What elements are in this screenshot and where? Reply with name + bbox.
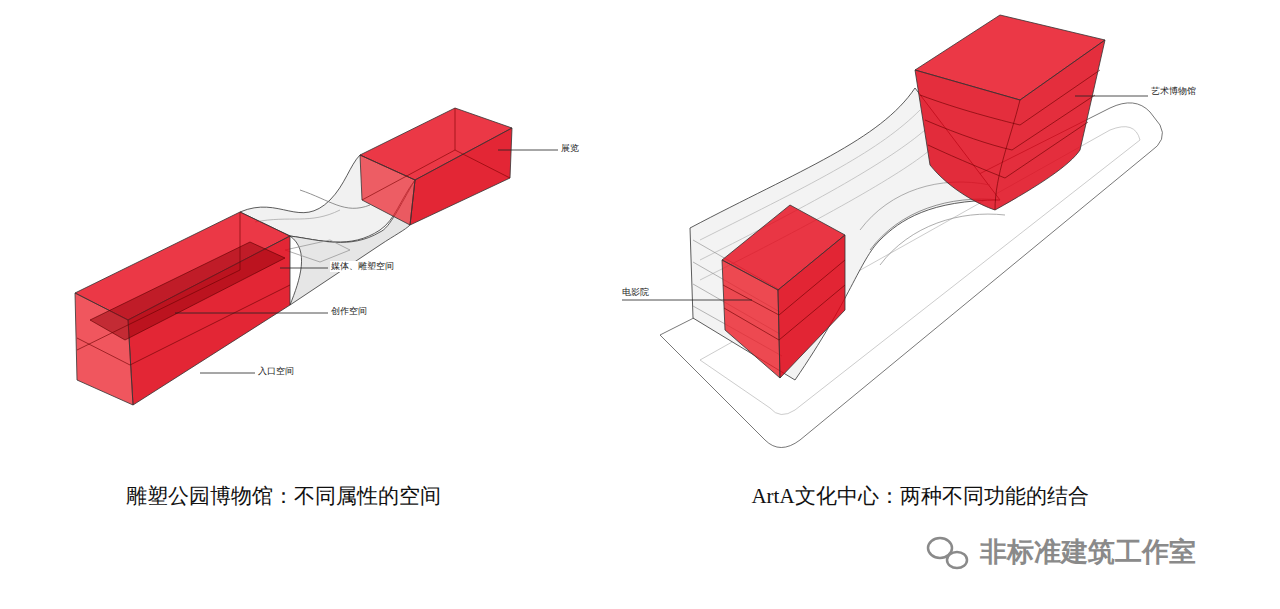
sculpture-museum [75,108,558,405]
space-label: 创作空间 [330,306,368,317]
space-label: 展览 [560,143,580,154]
watermark-icon [928,538,967,568]
caption: ArtA文化中心：两种不同功能的结合 [751,484,1088,509]
space-label: 媒体、雕塑空间 [330,261,395,272]
function-label: 艺术博物馆 [1150,86,1197,97]
watermark: 非标准建筑工作室 [980,536,1196,568]
function-label: 电影院 [621,287,650,298]
caption: 雕塑公园博物馆：不同属性的空间 [126,484,441,509]
arta-center [622,15,1162,448]
space-label: 入口空间 [257,366,295,377]
